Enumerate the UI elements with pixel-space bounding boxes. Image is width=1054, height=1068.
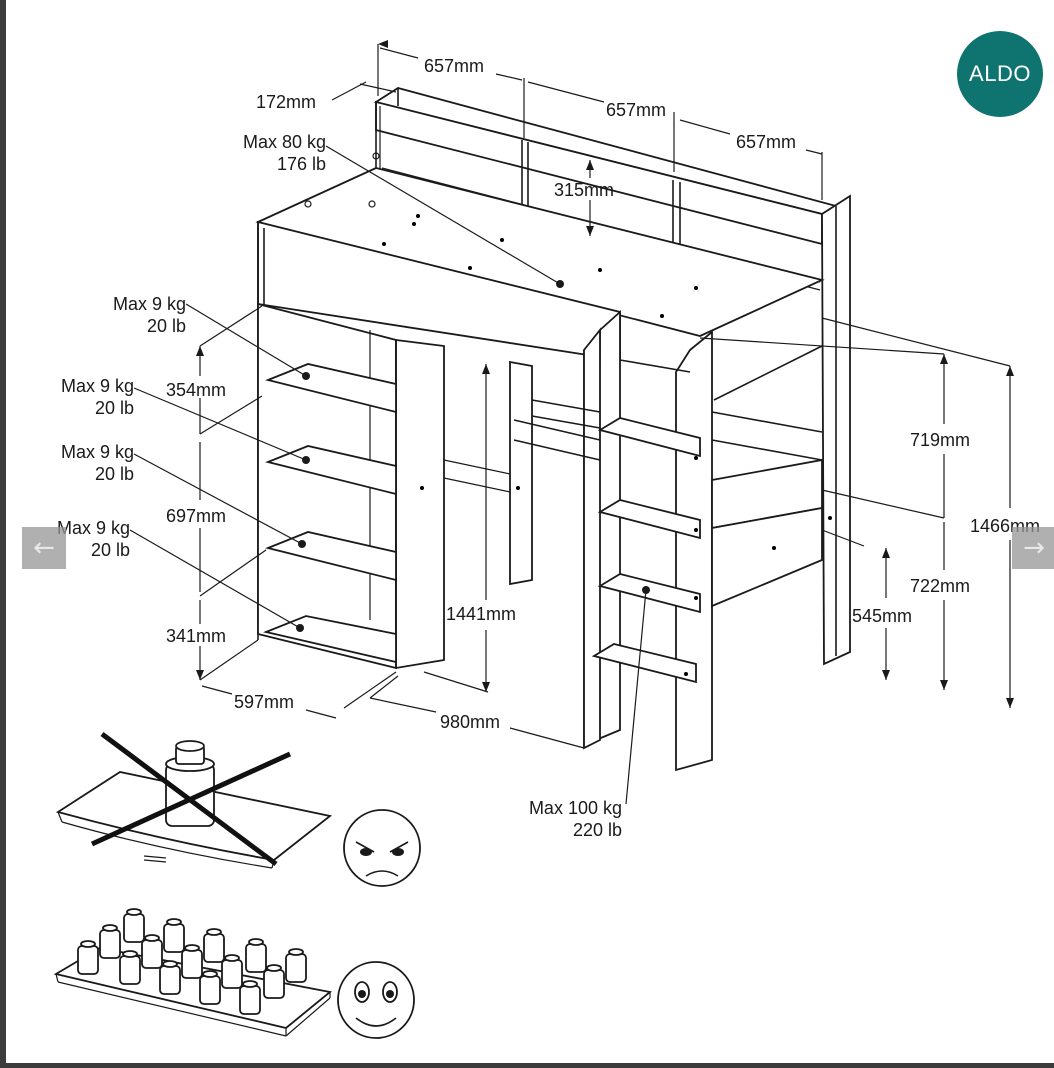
load-shelf-1-kg: Max 9 kg [113, 294, 186, 314]
bed-frame-drawing [255, 87, 851, 772]
arrow-right-icon: → [1023, 533, 1045, 563]
load-shelf-1-lb: 20 lb [147, 316, 186, 336]
load-labels: Max 80 kg 176 lb Max 9 kg 20 lb Max 9 kg… [57, 132, 622, 840]
dimension-lines [196, 40, 1014, 749]
dim-top-width-3: 657mm [736, 132, 796, 152]
load-bed-lb: 176 lb [277, 154, 326, 174]
load-shelf-3-kg: Max 9 kg [61, 442, 134, 462]
dim-top-shelf-height: 315mm [554, 180, 614, 200]
dim-top-depth: 172mm [256, 92, 316, 112]
next-image-button[interactable]: → [1012, 527, 1054, 569]
load-bed-kg: Max 80 kg [243, 132, 326, 152]
aldo-logo: ALDO [957, 31, 1043, 117]
dim-cabinet-width: 597mm [234, 692, 294, 712]
load-ladder-lb: 220 lb [573, 820, 622, 840]
angry-face-icon [343, 809, 421, 887]
load-ladder-kg: Max 100 kg [529, 798, 622, 818]
logo-text: ALDO [969, 61, 1031, 86]
incorrect-load-pictogram [55, 731, 333, 869]
correct-load-pictogram [53, 908, 333, 1037]
load-leader-lines [129, 145, 650, 805]
weights-group [77, 908, 307, 1015]
dim-shelf-gap-2: 697mm [166, 506, 226, 526]
dim-shelf-gap-3: 341mm [166, 626, 226, 646]
load-shelf-4-kg: Max 9 kg [57, 518, 130, 538]
dim-underbed-clearance: 719mm [910, 430, 970, 450]
previous-image-button[interactable]: ← [22, 527, 66, 569]
dimension-labels: 657mm 657mm 657mm 172mm 315mm 354mm 697m… [166, 56, 1040, 732]
dim-top-width-2: 657mm [606, 100, 666, 120]
arrow-left-icon: ← [33, 533, 55, 563]
load-shelf-4-lb: 20 lb [91, 540, 130, 560]
viewer-bottom-border [0, 1063, 1054, 1068]
load-shelf-2-lb: 20 lb [95, 398, 134, 418]
dim-ladder-height: 1441mm [446, 604, 516, 624]
dim-desk-lower: 545mm [852, 606, 912, 626]
load-shelf-3-lb: 20 lb [95, 464, 134, 484]
viewer-left-border [0, 0, 6, 1068]
dim-top-width-1: 657mm [424, 56, 484, 76]
happy-face-icon [337, 961, 415, 1039]
dim-overall-depth: 980mm [440, 712, 500, 732]
dim-desk-height: 722mm [910, 576, 970, 596]
load-shelf-2-kg: Max 9 kg [61, 376, 134, 396]
dim-shelf-gap-1: 354mm [166, 380, 226, 400]
